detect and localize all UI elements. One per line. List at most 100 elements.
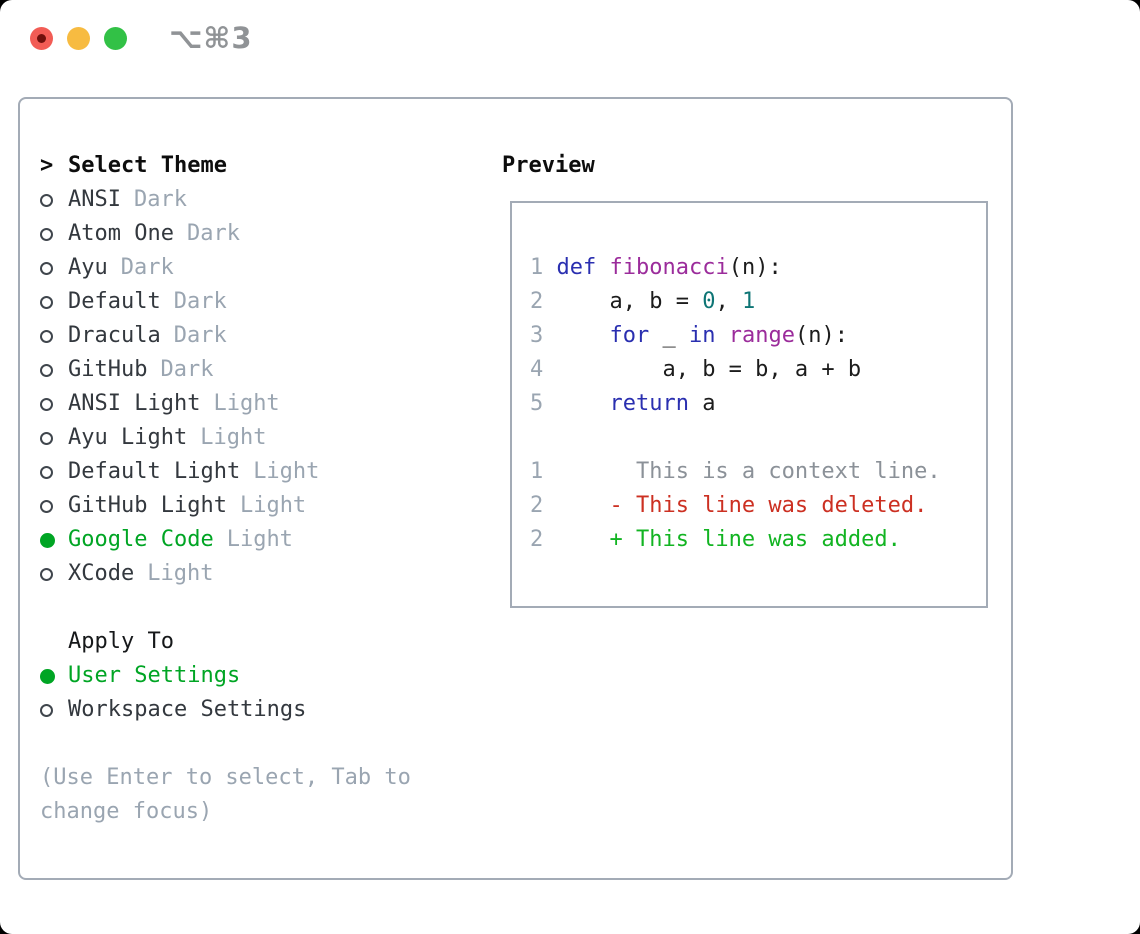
titlebar: ⌥⌘3: [30, 21, 253, 55]
code-token: range: [728, 323, 795, 348]
zoom-button[interactable]: [104, 26, 127, 50]
diff-line-added: 2 + This line was added.: [530, 523, 986, 557]
theme-tag: Light: [253, 459, 320, 484]
theme-name: GitHub Light: [68, 493, 227, 518]
option-workspace-settings[interactable]: Workspace Settings: [40, 693, 502, 727]
code-token: a: [688, 391, 716, 416]
theme-tag: Light: [213, 391, 280, 416]
code-token: in: [688, 323, 716, 348]
option-ayu[interactable]: Ayu Dark: [40, 251, 502, 285]
radio-unselected-icon: [40, 261, 68, 275]
diff-preview: 1 This is a context line. 2 - This line w…: [530, 455, 986, 557]
radio-unselected-icon: [40, 227, 68, 241]
prompt-icon: >: [40, 153, 54, 178]
theme-tag: Light: [147, 561, 214, 586]
diff-line-context: 1 This is a context line.: [530, 455, 986, 489]
code-token: return: [609, 391, 689, 416]
preview-title: Preview: [502, 153, 595, 178]
code-token: for: [609, 323, 650, 348]
apply-option-label: User Settings: [68, 663, 241, 688]
option-xcode[interactable]: XCode Light: [40, 557, 502, 591]
radio-unselected-icon: [40, 499, 68, 513]
line-number: 1: [530, 255, 544, 280]
line-number: 1: [530, 459, 544, 484]
theme-name: Ayu Light: [68, 425, 188, 450]
select-theme-label: Select Theme: [68, 153, 227, 178]
blank-line: [530, 421, 986, 455]
preview-header: Preview: [502, 149, 991, 183]
radio-unselected-icon: [40, 193, 68, 207]
code-line: 4 a, b = b, a + b: [530, 353, 986, 387]
theme-name: Dracula: [68, 323, 161, 348]
theme-name: XCode: [68, 561, 135, 586]
apply-option-label: Workspace Settings: [68, 697, 307, 722]
option-default-light[interactable]: Default Light Light: [40, 455, 502, 489]
theme-name: ANSI Light: [68, 391, 201, 416]
theme-tag: Light: [226, 527, 293, 552]
line-number: 5: [530, 391, 544, 416]
radio-unselected-icon: [40, 329, 68, 343]
theme-tag: Dark: [160, 357, 214, 382]
spacer: [40, 591, 502, 625]
theme-name: ANSI: [68, 187, 121, 212]
theme-tag: Dark: [173, 323, 227, 348]
option-github-light[interactable]: GitHub Light Light: [40, 489, 502, 523]
option-ansi-light[interactable]: ANSI Light Light: [40, 387, 502, 421]
theme-name: Ayu: [68, 255, 108, 280]
theme-name: Default Light: [68, 459, 241, 484]
apply-to-label: Apply To: [68, 629, 174, 654]
code-line: 5 return a: [530, 387, 986, 421]
help-text: (Use Enter to select, Tab to change focu…: [40, 765, 411, 824]
theme-tag: Dark: [120, 255, 174, 280]
radio-unselected-icon: [40, 397, 68, 411]
radio-unselected-icon: [40, 363, 68, 377]
radio-unselected-icon: [40, 465, 68, 479]
option-ansi[interactable]: ANSI Dark: [40, 183, 502, 217]
option-user-settings[interactable]: User Settings: [40, 659, 502, 693]
window-title: ⌥⌘3: [169, 21, 253, 55]
code-token: (n):: [794, 323, 848, 348]
code-token: a, b = b, a + b: [556, 357, 862, 382]
apply-to-header: Apply To: [40, 625, 502, 659]
code-token: 0: [702, 289, 716, 314]
minimize-button[interactable]: [67, 26, 90, 50]
theme-tag: Dark: [133, 187, 187, 212]
option-ayu-light[interactable]: Ayu Light Light: [40, 421, 502, 455]
line-number: 2: [530, 493, 544, 518]
theme-tag: Light: [239, 493, 307, 518]
code-line: 3 for _ in range(n):: [530, 319, 986, 353]
diff-text: This is a context line.: [543, 459, 941, 484]
spacer: [40, 727, 502, 761]
code-token: a, b =: [556, 289, 703, 314]
radio-unselected-icon: [40, 567, 68, 581]
radio-unselected-icon: [40, 295, 68, 309]
code-token: [557, 391, 610, 416]
option-dracula[interactable]: Dracula Dark: [40, 319, 502, 353]
theme-tag: Light: [200, 425, 267, 450]
line-number: 2: [530, 527, 544, 552]
code-token: 1: [741, 289, 756, 314]
radio-selected-icon: [40, 532, 68, 548]
theme-name: Atom One: [68, 221, 174, 246]
diff-text: + This line was added.: [543, 527, 901, 552]
code-token: ,: [715, 289, 742, 314]
line-number: 4: [530, 357, 544, 382]
line-number: 3: [530, 323, 544, 348]
code-line: 2 a, b = 0, 1: [530, 285, 986, 319]
radio-selected-icon: [40, 668, 68, 684]
code-line: 1 def fibonacci(n):: [530, 251, 986, 285]
code-token: def: [556, 255, 597, 280]
close-button[interactable]: [30, 26, 53, 50]
select-theme-header: > Select Theme: [40, 149, 502, 183]
diff-text: - This line was deleted.: [543, 493, 928, 518]
code-token: [557, 323, 610, 348]
radio-unselected-icon: [40, 431, 68, 445]
